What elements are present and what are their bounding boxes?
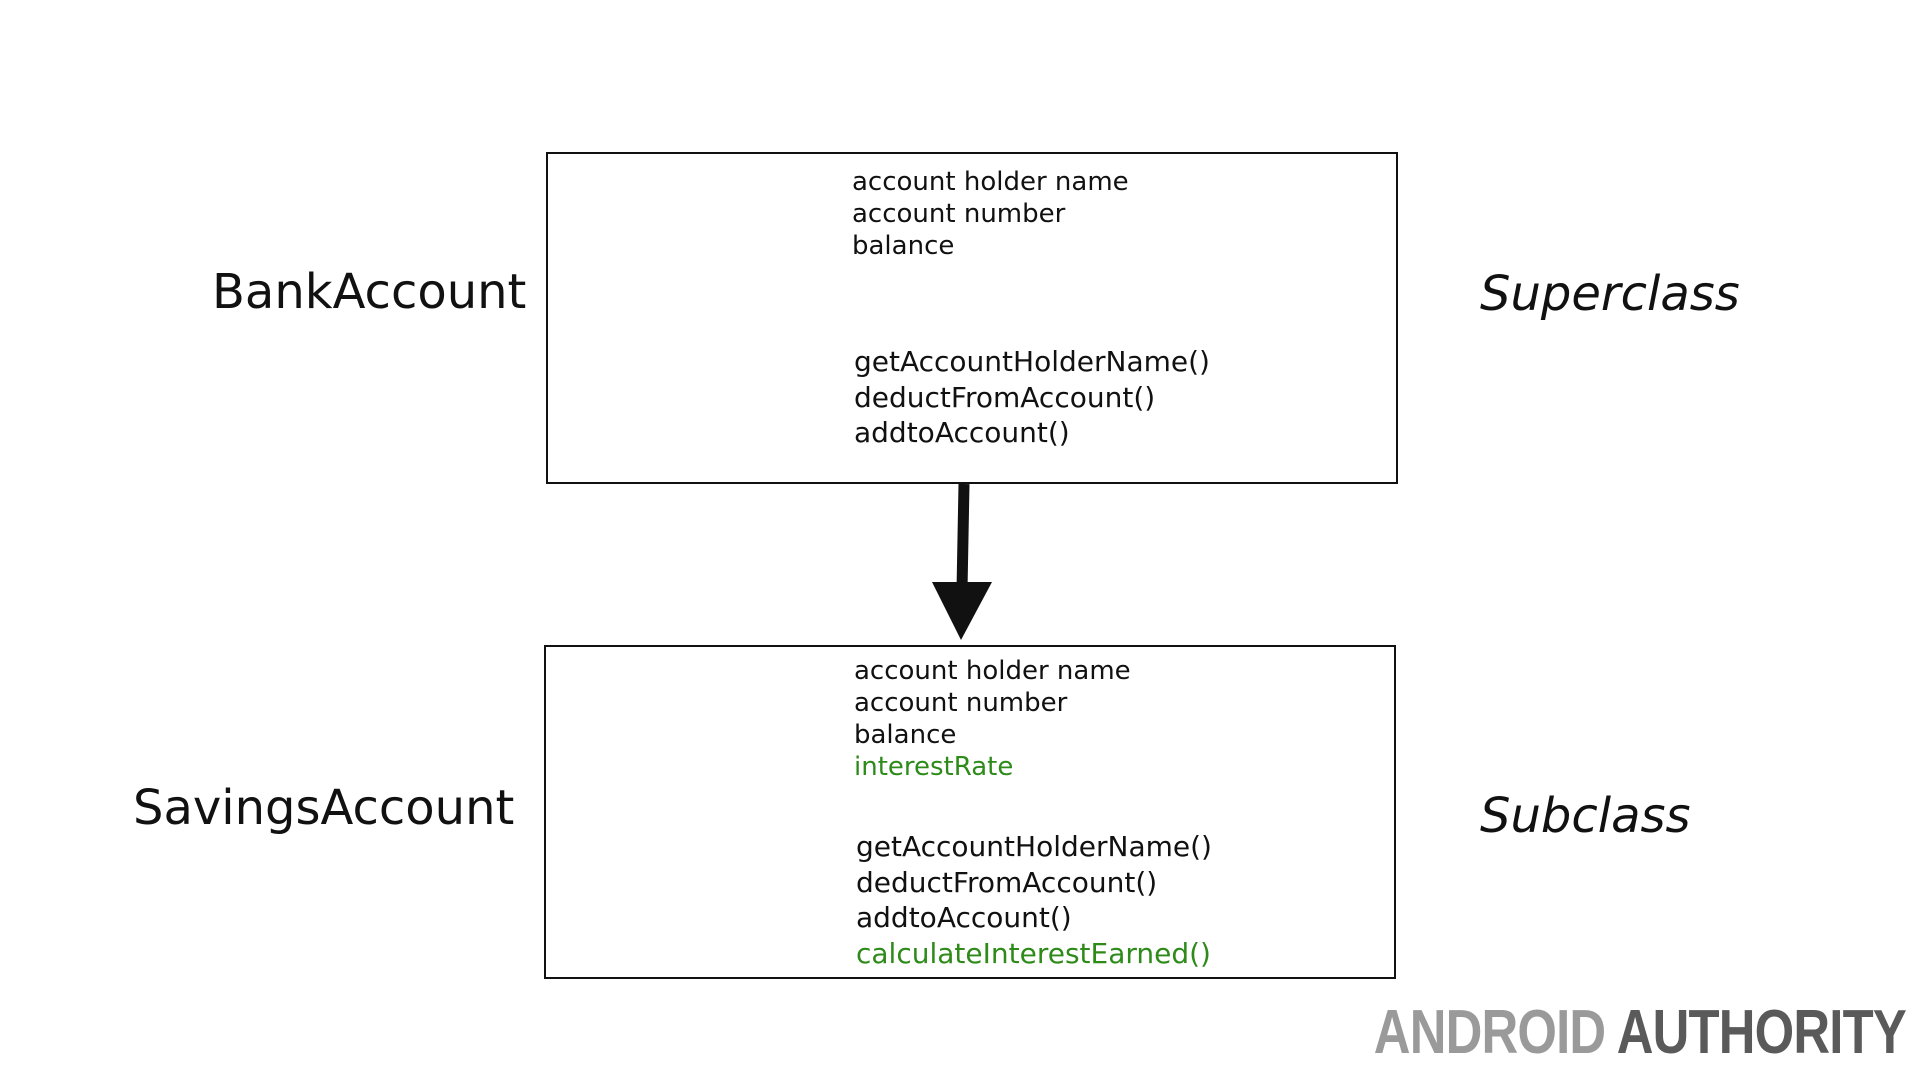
superclass-name: BankAccount — [212, 264, 527, 320]
superclass-methods: getAccountHolderName()deductFromAccount(… — [854, 344, 1210, 451]
android-authority-logo: ANDROID AUTHORITY — [1374, 1002, 1907, 1064]
attribute-item: interestRate — [854, 752, 1014, 782]
attribute-item: account number — [854, 688, 1068, 718]
method-item: deductFromAccount() — [854, 380, 1156, 414]
arrow-shaft — [956, 483, 970, 591]
subclass-role-label: Subclass — [1480, 788, 1691, 844]
attribute-item: balance — [852, 231, 955, 261]
subclass-name: SavingsAccount — [133, 780, 515, 836]
method-item: addtoAccount() — [854, 416, 1070, 449]
logo-word-android: ANDROID — [1373, 998, 1606, 1067]
subclass-methods: getAccountHolderName()deductFromAccount(… — [856, 829, 1212, 971]
attribute-item: balance — [854, 720, 957, 750]
method-item: calculateInterestEarned() — [856, 936, 1211, 970]
method-item: getAccountHolderName() — [856, 830, 1212, 863]
attribute-item: account holder name — [852, 167, 1129, 197]
logo-word-authority: AUTHORITY — [1616, 998, 1907, 1067]
method-item: addtoAccount() — [856, 901, 1072, 934]
arrow-head — [932, 582, 992, 640]
method-item: deductFromAccount() — [856, 865, 1158, 899]
attribute-item: account holder name — [854, 656, 1131, 686]
superclass-role-label: Superclass — [1480, 266, 1740, 322]
attribute-item: account number — [852, 199, 1066, 229]
method-item: getAccountHolderName() — [854, 345, 1210, 378]
